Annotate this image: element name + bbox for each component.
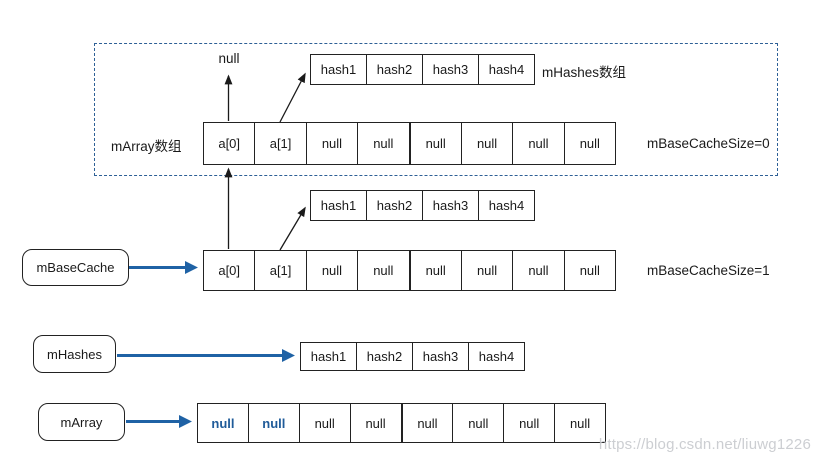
mhashes-label: mHashes: [47, 346, 102, 362]
array-cell: hash4: [488, 62, 525, 77]
array-cell: null: [358, 251, 411, 290]
array-cell: hash1: [301, 343, 357, 370]
array-cell: null: [513, 251, 565, 290]
array-cell: null: [351, 404, 403, 442]
marray-box: mArray: [38, 403, 125, 441]
mbasecache-label: mBaseCache: [36, 260, 115, 275]
size-label-top: mBaseCacheSize=0: [647, 136, 770, 151]
mhashes-box: mHashes: [33, 335, 116, 373]
array-cell: null: [249, 404, 300, 442]
array-cell: a[1]: [255, 123, 307, 164]
array-cell: null: [300, 404, 351, 442]
array-cell: null: [403, 404, 454, 442]
array-cell: hash2: [357, 343, 413, 370]
array-cell: null: [462, 123, 514, 164]
mbasecache-box: mBaseCache: [22, 249, 129, 286]
array-cell: null: [569, 415, 591, 431]
arrow-mid-a1-to-hashes-mid: [279, 206, 306, 251]
array-cell: hash3: [413, 343, 469, 370]
array-cell: hash3: [423, 191, 479, 220]
array-cell: a[0]: [204, 251, 256, 290]
array-cell: hash4: [478, 349, 515, 364]
array-cell: hash1: [311, 55, 367, 84]
mhashes-array-label: mHashes数组: [542, 65, 627, 80]
array-cell: hash2: [367, 55, 423, 84]
array-cell: null: [504, 404, 556, 442]
marray-label: mArray: [60, 414, 103, 430]
array-cell: null: [579, 136, 600, 151]
array-cell: a[1]: [255, 251, 307, 290]
array-cell: null: [198, 404, 249, 442]
array-cell: a[0]: [204, 123, 256, 164]
marray-array-label: mArray数组: [111, 139, 182, 154]
array-cell: null: [513, 123, 565, 164]
null-pointer-label: null: [218, 51, 240, 66]
array-cell: hash3: [423, 55, 479, 84]
array-cell: null: [307, 251, 359, 290]
dashed-region-cache-state: [94, 43, 778, 176]
array-cell: null: [307, 123, 359, 164]
array-cell: hash1: [311, 191, 367, 220]
watermark: https://blog.csdn.net/liuwg1226: [598, 436, 811, 453]
array-cell: null: [579, 263, 600, 278]
array-cell: hash2: [367, 191, 423, 220]
array-cell: null: [453, 404, 505, 442]
array-cell: null: [411, 123, 462, 164]
size-label-middle: mBaseCacheSize=1: [647, 263, 770, 278]
array-cell: null: [462, 251, 514, 290]
array-cell: null: [358, 123, 411, 164]
array-cell: null: [411, 251, 462, 290]
array-cell: hash4: [488, 198, 525, 213]
